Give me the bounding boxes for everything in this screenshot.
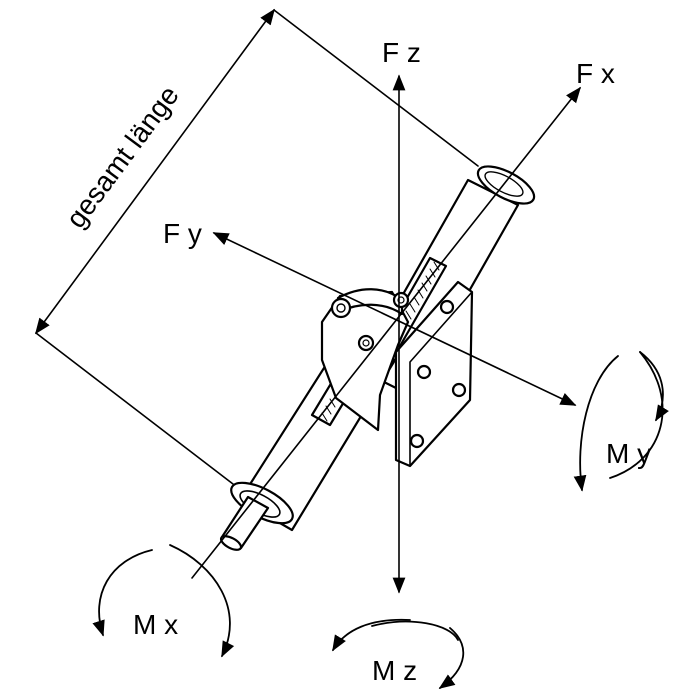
mz-arrow-right (438, 627, 465, 689)
mx-arrow-left (92, 549, 153, 637)
force-axes (191, 74, 581, 594)
dimension-line (35, 8, 275, 335)
extension-line-bottom (35, 332, 234, 485)
plate-hole-bottom-right (451, 382, 467, 398)
rod-end (219, 535, 243, 551)
linear-actuator (219, 165, 536, 551)
clamp-screw-right (392, 291, 410, 309)
tube-end-ring (484, 171, 524, 197)
clamp-screw-lower (357, 334, 375, 352)
plate-hole-bottom-left (409, 433, 425, 449)
plate-hole-top-right (439, 299, 455, 315)
fy-label: F y (163, 218, 202, 249)
mx-label: M x (133, 609, 178, 640)
mz-arrow-left (332, 618, 411, 652)
fz-label: F z (382, 37, 421, 68)
moment-arrows (92, 351, 669, 689)
extension-line-top (273, 9, 479, 167)
my-arrow-top (639, 351, 669, 422)
my-label: M y (606, 438, 651, 469)
clamp-screw-left (330, 297, 352, 319)
my-arrow-bottom (573, 355, 619, 492)
mz-label: M z (372, 655, 417, 686)
mz-arc-top (371, 620, 459, 641)
fx-axis (191, 86, 581, 579)
fx-label: F x (576, 58, 615, 89)
mx-arrow-right (169, 544, 235, 658)
plate-hole-mid-left (416, 364, 432, 380)
fy-axis (212, 232, 577, 406)
my-arc-right (609, 351, 664, 479)
